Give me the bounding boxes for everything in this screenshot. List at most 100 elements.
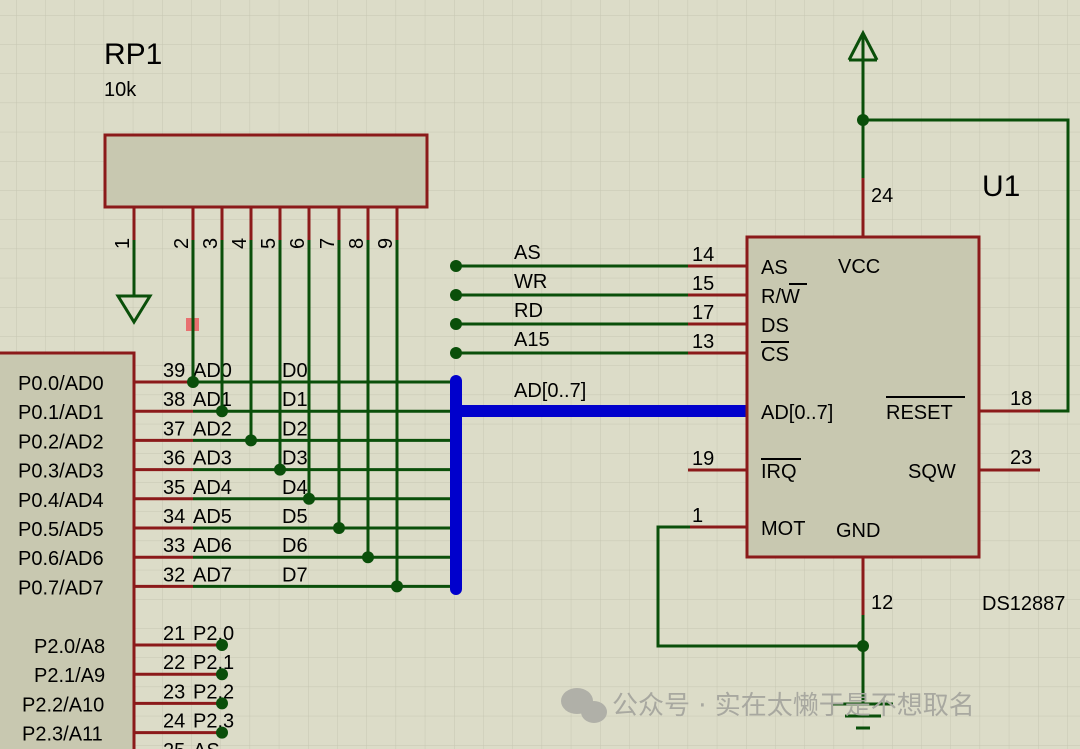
mcu-pin-num: 25 <box>163 740 185 749</box>
u1-pin-num: 15 <box>692 273 714 295</box>
junction-dot <box>216 697 228 710</box>
net-terminal <box>450 260 462 272</box>
rp1-pin-num: 3 <box>200 238 222 249</box>
mcu-pin-name: P0.5/AD5 <box>18 519 104 541</box>
u1-pin-num: 17 <box>692 302 714 324</box>
net-label: AD4 <box>193 477 232 499</box>
u1-pin-name: AD[0..7] <box>761 402 833 424</box>
junction-dot <box>216 668 228 681</box>
u1-pin-num: 13 <box>692 331 714 353</box>
watermark: 公众号 · 实在太懒于是不想取名 <box>561 688 975 723</box>
rp1-ref: RP1 <box>104 38 162 71</box>
net-label: A15 <box>514 329 550 351</box>
u1-reset-label: RESET <box>886 402 953 424</box>
junction-dot <box>216 726 228 739</box>
bus-entry-label: D4 <box>282 477 308 499</box>
control-nets: AS WR RD A15 <box>450 242 688 359</box>
gnd-wiring <box>656 525 893 730</box>
mcu-pin-name: P0.4/AD4 <box>18 490 104 512</box>
data-bus: AD[0..7] <box>450 375 754 595</box>
u1-component[interactable]: U1 DS12887 14AS15R/W17DS13CSAD[0..7]19IR… <box>688 170 1065 615</box>
net-label: AS <box>514 242 541 264</box>
mcu-pin-num: 35 <box>163 477 185 499</box>
net-terminal <box>450 347 462 359</box>
mcu-pin-name: P2.1/A9 <box>34 665 105 687</box>
junction-dot <box>362 551 374 564</box>
net-terminal <box>450 318 462 330</box>
u1-pin24-num: 24 <box>871 185 893 207</box>
bus-entry-label: D7 <box>282 564 308 586</box>
u1-pin-name: MOT <box>761 518 805 540</box>
bus-entry-label: D6 <box>282 535 308 557</box>
mcu-pin-num: 32 <box>163 564 185 586</box>
u1-gnd-label: GND <box>836 520 880 542</box>
mcu-pin-name: P0.0/AD0 <box>18 373 104 395</box>
bus-label: AD[0..7] <box>514 380 586 402</box>
rp1-pin-num: 6 <box>287 238 309 249</box>
mcu-pin-num: 22 <box>163 652 185 674</box>
wechat-icon <box>561 688 607 723</box>
u1-vcc-label: VCC <box>838 256 880 278</box>
u1-body <box>745 235 981 559</box>
rp1-value: 10k <box>104 79 137 101</box>
net-terminal <box>450 289 462 301</box>
junction-dot <box>245 434 257 447</box>
rp1-ground-symbol <box>115 240 153 325</box>
junction-dot <box>216 639 228 651</box>
rp1-pin-num: 1 <box>112 238 134 249</box>
junction-dot <box>303 492 315 505</box>
net-label: AD7 <box>193 564 232 586</box>
rp1-pin-num: 7 <box>317 238 339 249</box>
u1-pin-name: DS <box>761 315 789 337</box>
vcc-wiring <box>847 29 1070 413</box>
junction-dot <box>391 580 403 593</box>
ad-wires <box>187 240 456 593</box>
net-label: P2.1 <box>193 652 234 674</box>
mcu-pin-name: P2.3/A11 <box>22 724 103 746</box>
mcu-pin-num: 36 <box>163 448 185 470</box>
mcu-pin-name: P2.0/A8 <box>34 636 105 658</box>
mcu-pin-num: 39 <box>163 360 185 382</box>
junction-dot <box>216 405 228 418</box>
net-label: P2.3 <box>193 711 234 733</box>
rp1-body <box>103 133 429 209</box>
net-label: P2.0 <box>193 623 234 645</box>
net-label: AD3 <box>193 448 232 470</box>
net-label: AD0 <box>193 360 232 382</box>
mcu-pin-num: 33 <box>163 535 185 557</box>
rp1-pin-num: 5 <box>258 238 280 249</box>
mcu-pin-name: P2.2/A10 <box>22 694 104 716</box>
net-label: RD <box>514 300 543 322</box>
junction-dot <box>274 463 286 476</box>
mcu-pin-name: P0.3/AD3 <box>18 461 104 483</box>
bus-entry-label: D1 <box>282 389 308 411</box>
mcu-pin-num: 21 <box>163 623 185 645</box>
rp1-pin-num: 4 <box>229 238 251 249</box>
net-label: AD6 <box>193 535 232 557</box>
mcu-body <box>0 351 136 749</box>
net-label: WR <box>514 271 547 293</box>
u1-ref: U1 <box>982 170 1020 203</box>
junction-dot <box>187 376 199 388</box>
watermark-text: 公众号 · 实在太懒于是不想取名 <box>612 691 975 721</box>
mcu-pin-num: 34 <box>163 506 185 528</box>
net-label: AS <box>193 740 220 749</box>
rp1-pin-num: 2 <box>171 238 193 249</box>
u1-pin-name: CS <box>761 344 789 366</box>
bus-entry-label: D5 <box>282 506 308 528</box>
mcu-pin-name: P0.7/AD7 <box>18 577 104 599</box>
u1-pin12-num: 12 <box>871 592 893 614</box>
net-label: P2.2 <box>193 681 234 703</box>
bus-entry-label: D3 <box>282 448 308 470</box>
rp1-pin-num: 8 <box>346 238 368 249</box>
u1-pin-name: R/W <box>761 286 800 308</box>
bus-entry-label: D0 <box>282 360 308 382</box>
bus-entry-label: D2 <box>282 418 308 440</box>
mcu-pin-num: 38 <box>163 389 185 411</box>
net-label: AD2 <box>193 418 232 440</box>
